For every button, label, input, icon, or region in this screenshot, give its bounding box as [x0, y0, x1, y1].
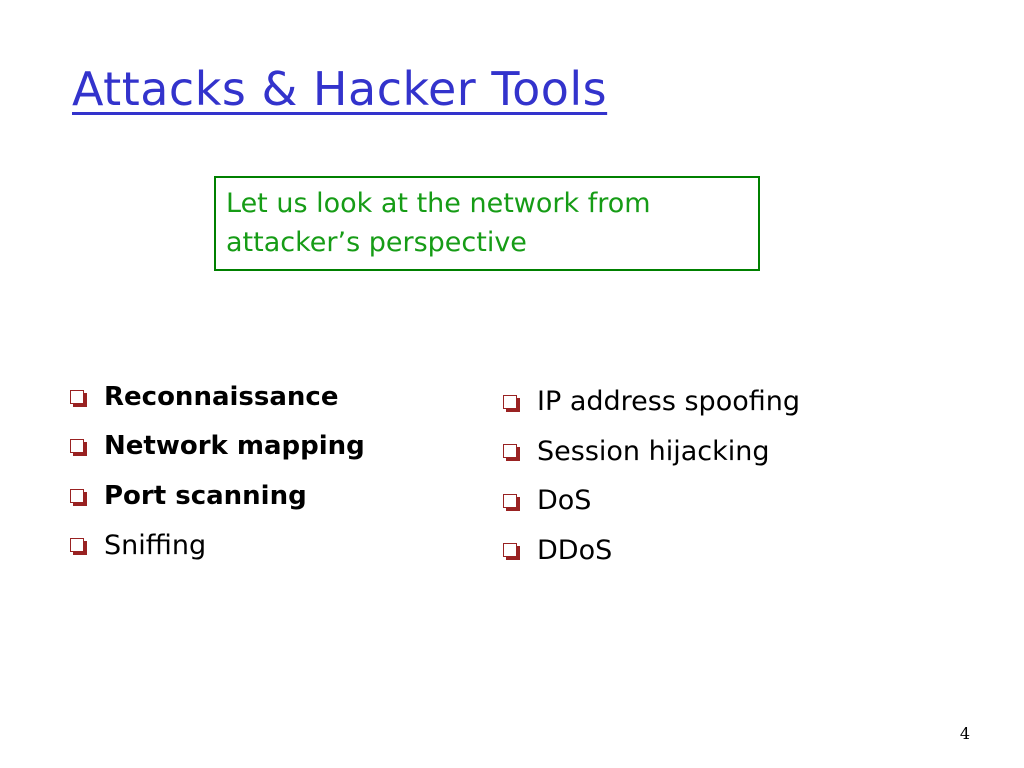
bullet-item-dos: DoS	[503, 476, 800, 526]
callout-line-1: Let us look at the network from	[226, 188, 651, 219]
bullet-item-reconnaissance: Reconnaissance	[70, 372, 365, 422]
callout-box: Let us look at the network from attacker…	[214, 176, 760, 271]
square-bullet-icon	[70, 538, 87, 556]
bullet-text: Session hijacking	[537, 435, 770, 467]
bullet-text: Network mapping	[104, 431, 365, 462]
bullet-text: Reconnaissance	[104, 381, 339, 412]
square-bullet-icon	[503, 493, 520, 511]
callout-line-2: attacker’s perspective	[226, 227, 527, 258]
bullet-item-port-scanning: Port scanning	[70, 471, 365, 521]
square-bullet-icon	[503, 444, 520, 462]
bullet-item-session-hijacking: Session hijacking	[503, 427, 800, 477]
slide-title: Attacks & Hacker Tools	[72, 62, 608, 116]
square-bullet-icon	[70, 389, 87, 407]
bullet-text: Port scanning	[104, 480, 307, 511]
bullet-item-network-mapping: Network mapping	[70, 422, 365, 472]
bullet-item-ddos: DDoS	[503, 526, 800, 576]
page-number: 4	[959, 724, 970, 743]
left-bullet-list: Reconnaissance Network mapping Port scan…	[70, 372, 365, 570]
bullet-text: Sniffing	[104, 529, 207, 561]
square-bullet-icon	[70, 488, 87, 506]
bullet-item-ip-address-spoofing: IP address spoofing	[503, 377, 800, 427]
bullet-item-sniffing: Sniffing	[70, 521, 365, 571]
square-bullet-icon	[503, 394, 520, 412]
bullet-text: DoS	[537, 485, 592, 517]
square-bullet-icon	[70, 439, 87, 457]
bullet-text: DDoS	[537, 534, 613, 566]
bullet-text: IP address spoofing	[537, 386, 800, 418]
right-bullet-list: IP address spoofing Session hijacking Do…	[503, 377, 800, 575]
square-bullet-icon	[503, 543, 520, 561]
